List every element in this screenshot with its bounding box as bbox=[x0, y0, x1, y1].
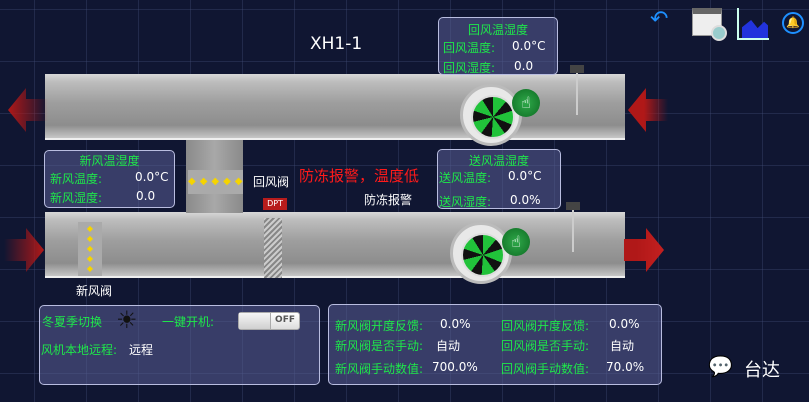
return-manual-value: 自动 bbox=[610, 339, 635, 353]
fresh-manual-label: 新风阀是否手动: bbox=[335, 339, 424, 353]
return-inlet-arrow-icon bbox=[628, 88, 668, 132]
page-title: XH1-1 bbox=[310, 34, 363, 54]
return-feedback-label: 回风阀开度反馈: bbox=[501, 319, 590, 333]
supply-temp-label: 送风温度: bbox=[439, 171, 492, 185]
mixing-damper: ◆◆◆◆◆ bbox=[188, 170, 243, 194]
season-switch-label: 冬夏季切换 bbox=[42, 315, 103, 329]
fresh-feedback-label: 新风阀开度反馈: bbox=[335, 319, 424, 333]
power-state-text: OFF bbox=[275, 315, 295, 325]
power-on-label: 一键开机: bbox=[162, 315, 215, 329]
sun-icon[interactable]: ☀ bbox=[116, 306, 138, 334]
fresh-setpoint-value: 700.0% bbox=[432, 360, 478, 374]
local-remote-value: 远程 bbox=[129, 343, 154, 357]
fresh-temp-value: 0.0°C bbox=[135, 170, 169, 184]
watermark-text: 台达 bbox=[744, 360, 780, 381]
supply-temp-value: 0.0°C bbox=[508, 169, 542, 183]
supply-air-panel: 送风温湿度 送风温度: 0.0°C 送风湿度: 0.0% bbox=[437, 149, 561, 209]
supply-sensor-icon bbox=[566, 202, 580, 252]
return-air-panel: 回风温湿度 回风温度: 0.0°C 回风湿度: 0.0 bbox=[438, 17, 558, 75]
freeze-alarm-label: 防冻报警 bbox=[364, 193, 413, 207]
return-fan-icon[interactable] bbox=[460, 84, 522, 146]
heating-coil bbox=[317, 222, 345, 278]
exhaust-arrow-icon bbox=[8, 88, 48, 132]
return-damper-label: 回风阀 bbox=[253, 175, 290, 189]
return-hum-label: 回风湿度: bbox=[443, 61, 496, 75]
local-remote-label: 风机本地远程: bbox=[41, 343, 118, 357]
damper-status-panel: 新风阀开度反馈: 0.0% 回风阀开度反馈: 0.0% 新风阀是否手动: 自动 … bbox=[328, 304, 662, 385]
return-air-heading: 回风温湿度 bbox=[467, 23, 528, 37]
return-sensor-icon bbox=[570, 65, 584, 115]
back-arrow-icon[interactable]: ↶ bbox=[650, 7, 669, 32]
wechat-icon: 💬 bbox=[708, 354, 733, 378]
power-on-toggle[interactable]: OFF bbox=[238, 312, 300, 330]
return-hum-value: 0.0 bbox=[514, 59, 534, 73]
return-fan-manual-icon[interactable]: ☝ bbox=[512, 89, 540, 117]
fresh-air-panel: 新风温湿度 新风温度: 0.0°C 新风湿度: 0.0 bbox=[44, 150, 175, 208]
fresh-inlet-arrow-icon bbox=[4, 228, 44, 272]
return-temp-value: 0.0°C bbox=[512, 39, 546, 53]
fresh-damper-label: 新风阀 bbox=[76, 284, 113, 298]
return-manual-label: 回风阀是否手动: bbox=[501, 339, 590, 353]
fresh-feedback-value: 0.0% bbox=[440, 317, 471, 331]
trend-chart-icon[interactable] bbox=[737, 8, 769, 40]
fresh-air-damper: ◆◆◆◆◆ bbox=[78, 222, 102, 276]
fresh-temp-label: 新风温度: bbox=[50, 172, 103, 186]
fresh-hum-value: 0.0 bbox=[136, 189, 156, 203]
freeze-alarm-message: 防冻报警，温度低 bbox=[299, 167, 420, 185]
supply-hum-value: 0.0% bbox=[510, 193, 541, 207]
return-temp-label: 回风温度: bbox=[443, 41, 496, 55]
supply-hum-label: 送风湿度: bbox=[439, 195, 492, 209]
supply-fan-icon[interactable] bbox=[450, 222, 512, 284]
return-setpoint-label: 回风阀手动数值: bbox=[501, 362, 590, 376]
alarm-bell-icon[interactable]: 🔔 bbox=[782, 12, 804, 34]
return-setpoint-value: 70.0% bbox=[606, 360, 645, 374]
dpt-sensor: DPT bbox=[263, 198, 287, 210]
fresh-manual-value: 自动 bbox=[436, 339, 461, 353]
fresh-hum-label: 新风湿度: bbox=[50, 191, 103, 205]
fresh-air-heading: 新风温湿度 bbox=[79, 154, 140, 168]
calendar-clock-icon[interactable] bbox=[692, 8, 727, 41]
supply-air-heading: 送风温湿度 bbox=[468, 154, 529, 168]
return-air-damper bbox=[264, 218, 282, 278]
supply-outlet-arrow-icon bbox=[624, 228, 664, 272]
fresh-setpoint-label: 新风阀手动数值: bbox=[335, 362, 424, 376]
supply-fan-manual-icon[interactable]: ☝ bbox=[502, 228, 530, 256]
return-feedback-value: 0.0% bbox=[609, 317, 640, 331]
